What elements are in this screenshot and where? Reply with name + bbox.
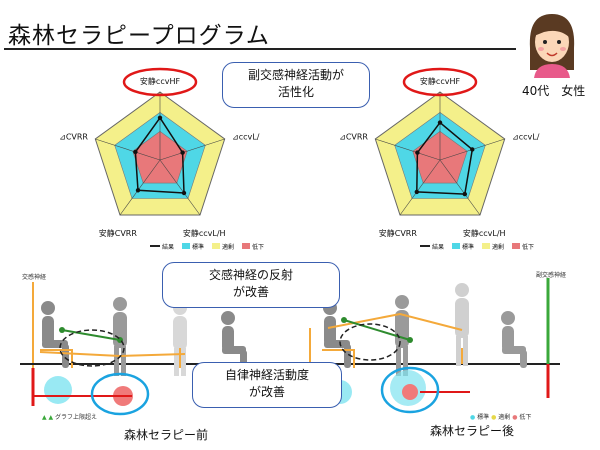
radar-result-point: [415, 150, 420, 155]
red-highlight-ellipse: [402, 67, 478, 97]
radar-chart-after: 安静ccvHF ⊿ccvL/H 安静ccvL/H 安静CVRR ⊿CVRR: [340, 67, 540, 238]
radar-spoke: [119, 159, 161, 216]
legend-standard: 標準: [192, 243, 205, 251]
callout-line: 活性化: [277, 85, 314, 99]
callout-line: 自律神経活動度: [224, 368, 309, 382]
radar-spoke: [159, 159, 201, 216]
radar-result-point: [414, 189, 419, 195]
radar-result-point: [135, 188, 141, 193]
caption-before: 森林セラピー前: [124, 428, 209, 442]
radar-result-point: [133, 149, 138, 155]
blue-highlight-after: [380, 366, 440, 414]
blue-highlight-before: [90, 372, 150, 416]
figure-seated-after-2: [501, 311, 527, 368]
legend-result: 結果: [162, 243, 175, 251]
radar-result-line: [134, 116, 185, 194]
radar-legend-before: 結果 標準 適剰 低下: [150, 240, 264, 252]
page-title: 森林セラピープログラム: [8, 23, 270, 49]
figure-seated-after: [323, 301, 351, 368]
callout-line: が改善: [232, 285, 269, 299]
radar-axis-label: 安静ccvL/H: [183, 228, 226, 238]
radar-spoke: [399, 159, 441, 216]
figure-seated-before-2: [221, 311, 247, 368]
legend-low: 低下: [522, 243, 535, 251]
body-response-diagram: [20, 278, 560, 416]
radar-axis-label: 安静ccvL/H: [463, 228, 506, 238]
red-highlight-ellipse: [122, 67, 198, 97]
callout-line: 副交感神経活動が: [247, 68, 344, 82]
title-underline: [4, 48, 516, 50]
figure-standing-faded-after: [455, 283, 469, 366]
dashed-highlight-before: [59, 329, 125, 367]
radar-axis-label: 安静ccvHF: [420, 76, 461, 86]
radar-result-point: [462, 191, 467, 197]
callout-line: 交感神経の反射: [208, 268, 293, 282]
legend-low: 低下: [252, 243, 265, 251]
callout-line: が改善: [248, 385, 285, 399]
right-axis-label: 副交感神経: [536, 272, 567, 279]
woman-avatar-icon: [529, 14, 575, 78]
radar-axis-label: ⊿CVRR: [60, 133, 88, 142]
legend-result: 結果: [432, 243, 445, 251]
radar-spoke: [439, 159, 481, 216]
figure-seated-before: [41, 301, 69, 368]
radar-chart-before: 安静ccvHF ⊿ccvL/H 安静ccvL/H 安静CVRR ⊿CVRR: [60, 67, 260, 238]
radar-result-line: [416, 121, 474, 195]
radar-result-point: [437, 120, 443, 125]
callout-autonomic-activity: 自律神経活動度が改善: [192, 362, 342, 408]
bottom-legend-left: ▲ ▲ グラフ上限超え: [42, 414, 98, 421]
radar-spoke: [95, 138, 161, 161]
radar-result-point: [157, 115, 163, 120]
profile-caption: 40代 女性: [522, 84, 586, 98]
legend-standard: 標準: [462, 243, 475, 251]
radar-axis-label: 安静CVRR: [379, 228, 418, 238]
callout-sympathetic-reflex: 交感神経の反射が改善: [162, 262, 340, 308]
bottom-legend-right: ● 標準 ● 適剰 ● 低下: [470, 414, 532, 421]
radar-axis-label: 安静CVRR: [99, 228, 138, 238]
legend-excess: 適剰: [222, 243, 235, 251]
parasympathetic-line-before: [61, 329, 121, 341]
dashed-highlight-after: [339, 323, 401, 361]
radar-axis-label: ⊿ccvL/H: [512, 133, 540, 142]
radar-axis-label: 安静ccvHF: [140, 76, 181, 86]
radar-axis-label: ⊿CVRR: [340, 133, 368, 142]
left-axis-label: 交感神経: [22, 274, 47, 281]
legend-excess: 適剰: [492, 243, 505, 251]
radar-spoke: [375, 138, 441, 161]
radar-result-point: [181, 190, 187, 196]
radar-result-point: [180, 150, 185, 155]
radar-result-point: [470, 147, 475, 152]
radar-axis-label: ⊿ccvL/H: [232, 133, 260, 142]
callout-parasympathetic: 副交感神経活動が活性化: [222, 62, 370, 108]
caption-after: 森林セラピー後: [430, 424, 515, 438]
radar-legend-after: 結果 標準 適剰 低下: [420, 240, 534, 252]
radar-spoke: [159, 138, 225, 161]
